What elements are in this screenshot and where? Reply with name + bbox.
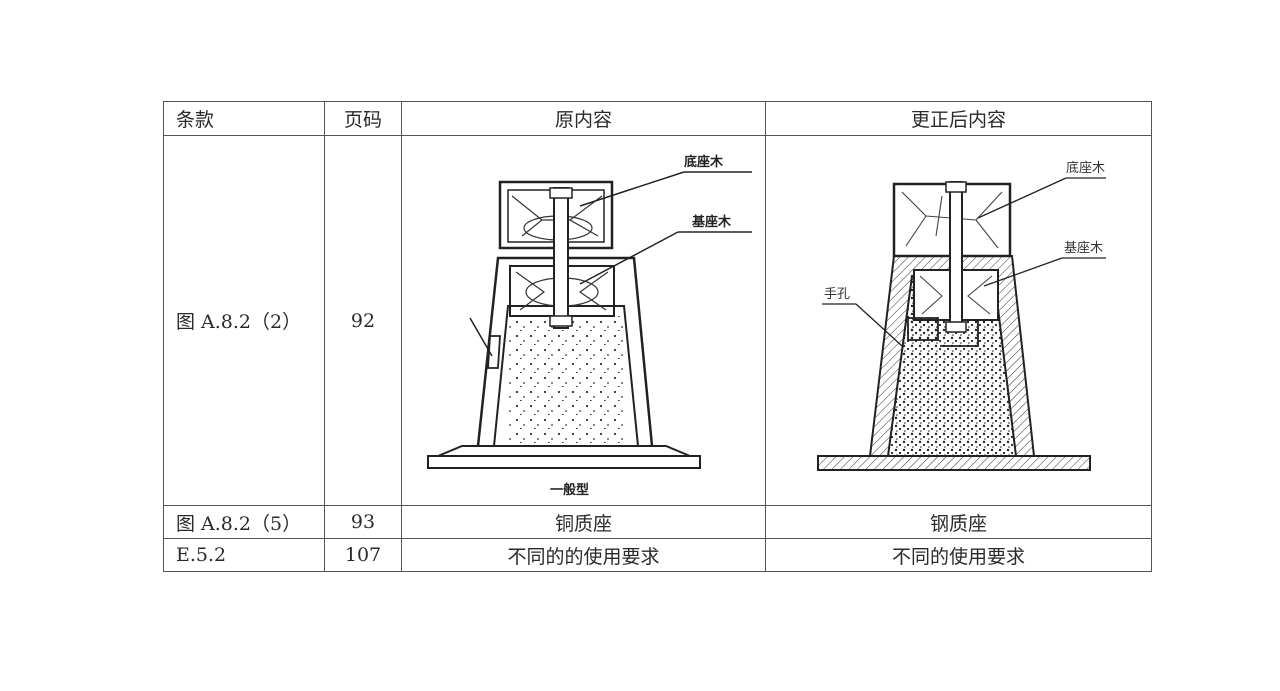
table-row: 图 A.8.2（5） 93 铜质座 钢质座 [163,505,1152,539]
corrected-cell: 不同的使用要求 [765,538,1152,572]
corrected-figure-cell: 底座木 基座木 手孔 [765,135,1152,506]
label-jizuomu: 基座木 [1064,241,1103,256]
header-row: 条款 页码 原内容 更正后内容 [163,101,1152,136]
original-cell: 不同的的使用要求 [401,538,766,572]
table-row: E.5.2 107 不同的的使用要求 不同的使用要求 [163,538,1152,572]
table-row: 图 A.8.2（2） 92 [163,135,1152,506]
header-page: 页码 [324,101,402,136]
page-cell: 93 [324,505,402,539]
page-cell: 107 [324,538,402,572]
errata-table: 条款 页码 原内容 更正后内容 图 A.8.2（2） 92 [163,101,1152,572]
label-dizuomu: 底座木 [684,154,724,170]
header-corrected: 更正后内容 [765,101,1152,136]
corrected-base-drawing: 底座木 基座木 手孔 [817,160,1106,471]
figure-caption: 一般型 [550,482,589,498]
corrected-cell: 钢质座 [765,505,1152,539]
label-dizuomu: 底座木 [1066,160,1105,176]
original-figure-cell: 底座木 基座木 一般型 [401,135,766,506]
label-jizuomu: 基座木 [691,214,732,230]
clause-cell: 图 A.8.2（5） [163,505,325,539]
clause-cell: E.5.2 [163,538,325,572]
clause-cell: 图 A.8.2（2） [163,135,325,506]
original-base-drawing: 底座木 基座木 一般型 [427,154,752,498]
label-shoukong: 手孔 [824,287,850,302]
page-cell: 92 [324,135,402,506]
header-original: 原内容 [401,101,766,136]
header-clause: 条款 [163,101,325,136]
original-cell: 铜质座 [401,505,766,539]
